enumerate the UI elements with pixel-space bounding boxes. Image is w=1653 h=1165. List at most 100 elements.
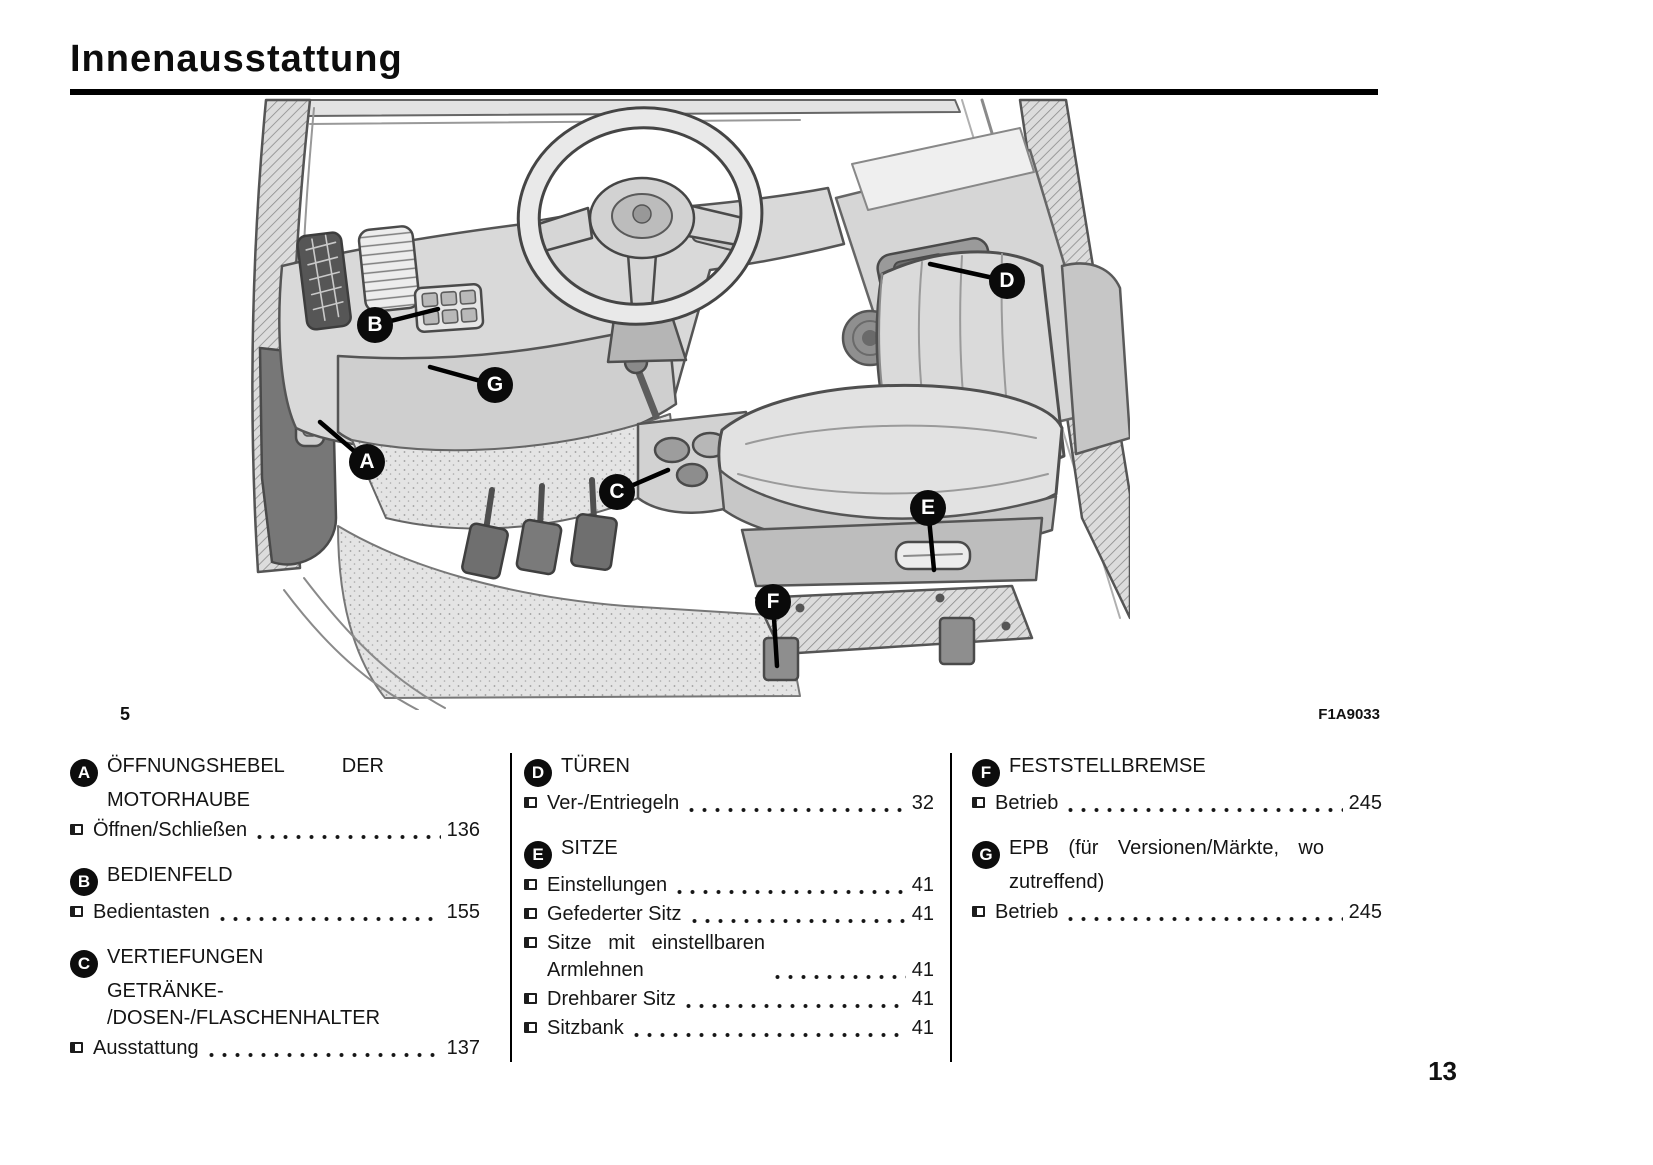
section-title: BEDIENFELD — [107, 864, 233, 886]
dot-leader — [689, 807, 906, 813]
dot-leader — [691, 918, 906, 924]
page-title: Innenausstattung — [70, 38, 403, 80]
dot-leader — [208, 1052, 441, 1058]
square-bullet-icon — [524, 879, 537, 890]
entry-label: Betrieb — [995, 792, 1059, 814]
entry-label: Ver-/Entriegeln — [547, 792, 680, 814]
square-bullet-icon — [524, 797, 537, 808]
index-section-g: G EPB (für Versionen/Märkte, wo zutreffen… — [972, 835, 1382, 926]
entry-page: 41 — [911, 959, 934, 981]
index-entry[interactable]: Drehbarer Sitz 41 — [524, 986, 934, 1013]
index-column-1: A ÖFFNUNGSHEBEL DER MOTORHAUBE Öffnen/Sch… — [70, 753, 510, 1062]
dot-leader — [1068, 807, 1343, 813]
figure-callout-c: C — [599, 474, 635, 510]
page-number: 13 — [1428, 1056, 1457, 1086]
entry-page: 245 — [1348, 792, 1382, 814]
entry-page: 137 — [446, 1037, 480, 1059]
dot-leader — [775, 974, 906, 980]
section-title: ÖFFNUNGSHEBEL DER MOTORHAUBE — [107, 755, 384, 811]
entry-label: Betrieb — [995, 901, 1059, 923]
section-title: VERTIEFUNGEN GETRÄNKE- /DOSEN-/FLASCHENH… — [107, 946, 381, 1029]
index-section-c: C VERTIEFUNGEN GETRÄNKE- /DOSEN-/FLASCHEN… — [70, 944, 480, 1062]
square-bullet-icon — [524, 908, 537, 919]
index-entry[interactable]: Betrieb 245 — [972, 899, 1382, 926]
section-marker-e: E — [524, 841, 552, 869]
square-bullet-icon — [524, 993, 537, 1004]
section-heading: A ÖFFNUNGSHEBEL DER MOTORHAUBE — [70, 753, 384, 814]
dot-leader — [633, 1032, 906, 1038]
index-section-e: E SITZE Einstellungen 41 Gefederter Sitz … — [524, 835, 934, 1042]
interior-figure: A B C D E F G 5 F1A9033 — [0, 98, 1653, 748]
index-section-b: B BEDIENFELD Bedientasten 155 — [70, 862, 480, 926]
square-bullet-icon — [70, 906, 83, 917]
entry-page: 41 — [911, 903, 934, 925]
entry-page: 136 — [446, 819, 480, 841]
index-entry[interactable]: Bedientasten 155 — [70, 899, 480, 926]
section-heading: B BEDIENFELD — [70, 862, 480, 896]
index-entry[interactable]: Sitze mit einstellbaren Armlehnen 41 — [524, 930, 934, 984]
figure-number: 5 — [120, 704, 131, 724]
entry-label: Öffnen/Schließen — [93, 819, 248, 841]
dot-leader — [1068, 916, 1343, 922]
entry-page: 155 — [446, 901, 480, 923]
figure-callout-a: A — [349, 444, 385, 480]
dot-leader — [257, 834, 441, 840]
entry-page: 41 — [911, 874, 934, 896]
square-bullet-icon — [70, 824, 83, 835]
index-section-f: F FESTSTELLBREMSE Betrieb 245 — [972, 753, 1382, 817]
index-entry[interactable]: Öffnen/Schließen 136 — [70, 817, 480, 844]
section-title: SITZE — [561, 837, 618, 859]
interior-illustration — [251, 98, 1130, 710]
figure-callout-e: E — [910, 490, 946, 526]
entry-label: Sitzbank — [547, 1017, 624, 1039]
section-marker-g: G — [972, 841, 1000, 869]
figure-callout-b: B — [357, 307, 393, 343]
section-title: TÜREN — [561, 755, 630, 777]
section-marker-b: B — [70, 868, 98, 896]
entry-label: Einstellungen — [547, 874, 668, 896]
square-bullet-icon — [70, 1042, 83, 1053]
entry-page: 32 — [911, 792, 934, 814]
dot-leader — [219, 916, 441, 922]
entry-page: 245 — [1348, 901, 1382, 923]
index-section-a: A ÖFFNUNGSHEBEL DER MOTORHAUBE Öffnen/Sch… — [70, 753, 480, 844]
page-header: Innenausstattung — [70, 38, 1378, 95]
section-heading: D TÜREN — [524, 753, 934, 787]
dot-leader — [677, 889, 906, 895]
section-heading: E SITZE — [524, 835, 934, 869]
index-entry[interactable]: Betrieb 245 — [972, 790, 1382, 817]
index-column-3: F FESTSTELLBREMSE Betrieb 245 G EPB (für V… — [950, 753, 1382, 1062]
entry-label: Drehbarer Sitz — [547, 988, 676, 1010]
figure-callout-d: D — [989, 263, 1025, 299]
section-title: FESTSTELLBREMSE — [1009, 755, 1206, 777]
entry-page: 41 — [911, 988, 934, 1010]
figure-callout-f: F — [755, 584, 791, 620]
contents-index: A ÖFFNUNGSHEBEL DER MOTORHAUBE Öffnen/Sch… — [70, 753, 1382, 1062]
dot-leader — [685, 1003, 906, 1009]
index-entry[interactable]: Ausstattung 137 — [70, 1035, 480, 1062]
section-heading: F FESTSTELLBREMSE — [972, 753, 1382, 787]
square-bullet-icon — [972, 906, 985, 917]
square-bullet-icon — [524, 937, 537, 948]
section-marker-d: D — [524, 759, 552, 787]
index-entry[interactable]: Sitzbank 41 — [524, 1015, 934, 1042]
section-heading: C VERTIEFUNGEN GETRÄNKE- /DOSEN-/FLASCHEN… — [70, 944, 384, 1032]
entry-label: Gefederter Sitz — [547, 903, 682, 925]
section-marker-c: C — [70, 950, 98, 978]
section-title: EPB (für Versionen/Märkte, wo zutreffend… — [1009, 837, 1324, 893]
square-bullet-icon — [972, 797, 985, 808]
entry-label: Bedientasten — [93, 901, 210, 923]
index-section-d: D TÜREN Ver-/Entriegeln 32 — [524, 753, 934, 817]
index-entry[interactable]: Einstellungen 41 — [524, 872, 934, 899]
section-marker-f: F — [972, 759, 1000, 787]
index-entry[interactable]: Gefederter Sitz 41 — [524, 901, 934, 928]
entry-label: Ausstattung — [93, 1037, 199, 1059]
section-marker-a: A — [70, 759, 98, 787]
index-column-2: D TÜREN Ver-/Entriegeln 32 E SITZE — [510, 753, 950, 1062]
figure-code: F1A9033 — [1318, 706, 1380, 723]
square-bullet-icon — [524, 1022, 537, 1033]
entry-page: 41 — [911, 1017, 934, 1039]
index-entry[interactable]: Ver-/Entriegeln 32 — [524, 790, 934, 817]
entry-label: Sitze mit einstellbaren Armlehnen — [547, 932, 765, 981]
